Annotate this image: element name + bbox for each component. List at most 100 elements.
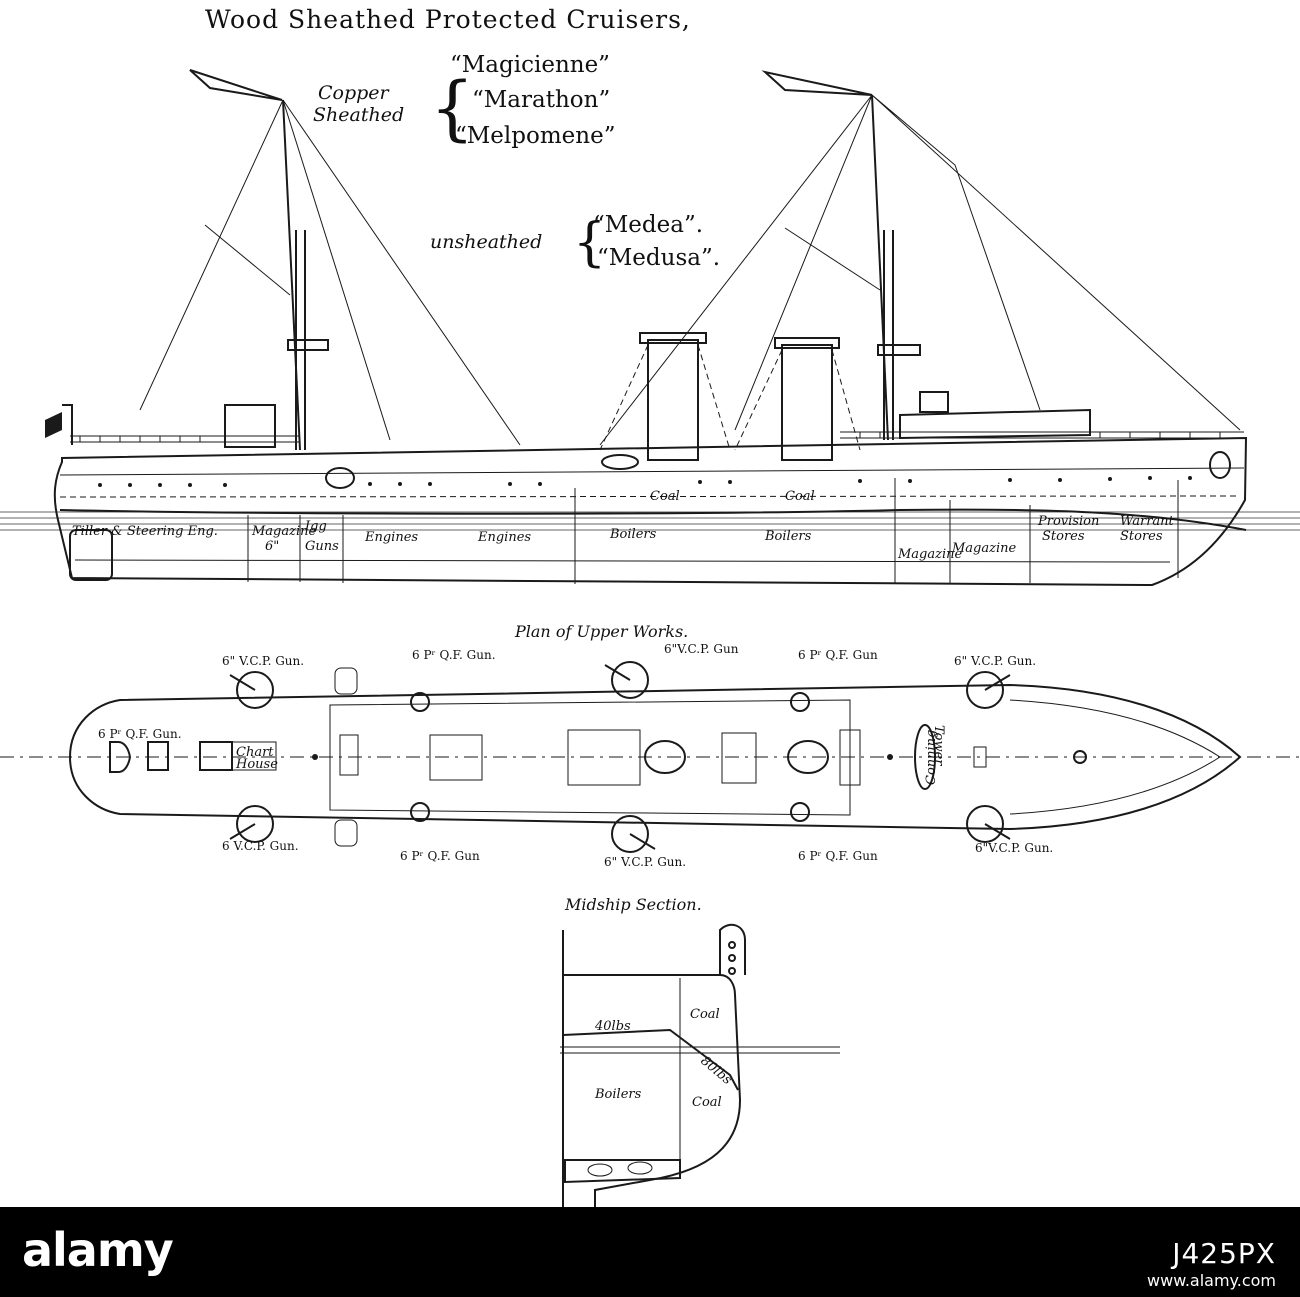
gun-label-bottom-4: 6 Pʳ Q.F. Gun (798, 849, 878, 863)
cruiser-plans-drawing: Wood Sheathed Protected Cruisers, Copper… (0, 5, 1300, 1207)
unsheathed-brace-icon: { (573, 213, 606, 273)
boat-aft-starboard (334, 819, 358, 847)
compartment-igg: Igg (304, 519, 327, 534)
compartment-magazine-2: Magazine (951, 541, 1017, 556)
forecastle-deck (1009, 699, 1221, 815)
boat (601, 454, 639, 470)
gun-label-top-5: 6" V.C.P. Gun. (954, 654, 1036, 668)
compartment-guns: Guns (305, 539, 339, 554)
alamy-logo: alamy (22, 1223, 174, 1277)
chart-house-label-1: Chart (236, 745, 274, 760)
funnel-plan-fore (787, 740, 829, 774)
portholes (98, 476, 1192, 487)
capstan (1073, 750, 1087, 764)
chart-house (231, 741, 277, 771)
hatch-3 (721, 732, 757, 784)
section-boilers: Boilers (594, 1087, 642, 1102)
gun-label-bottom-3: 6" V.C.P. Gun. (604, 855, 686, 869)
copper-label-line1: Copper (318, 82, 391, 104)
drawing-title: Wood Sheathed Protected Cruisers, (205, 5, 691, 34)
mast-step-aft (312, 754, 318, 760)
compartment-provision-stores: Stores (1042, 529, 1085, 544)
watermark-footer: alamy J425PX www.alamy.com (0, 1207, 1300, 1297)
funnel-plan-aft (644, 740, 686, 774)
boat-aft-port (334, 667, 358, 695)
gun-label-bottom-1: 6 V.C.P. Gun. (222, 839, 299, 853)
compartment-boilers-1: Boilers (609, 527, 657, 542)
compartment-6in: 6" (265, 539, 279, 554)
forecastle-house (899, 408, 1091, 440)
midship-section: Midship Section. Coal 40lbs 80lbs Boiler… (560, 895, 840, 1207)
section-80lbs: 80lbs (697, 1054, 734, 1089)
compartment-divisions (247, 478, 1179, 584)
protective-deck (562, 1028, 739, 1091)
bulwark (719, 923, 746, 975)
compartment-warrant-stores: Stores (1120, 529, 1163, 544)
copper-brace-icon: { (430, 67, 475, 149)
fore-conning-top (919, 391, 949, 413)
double-bottom (564, 1159, 681, 1184)
hatch-fore (973, 746, 987, 768)
conning-label-2: Conning (924, 730, 939, 785)
section-coal-lower: Coal (692, 1095, 722, 1110)
unsheathed-label: unsheathed (430, 231, 542, 253)
ship-name-magicienne: “Magicienne” (450, 52, 610, 78)
compartment-boilers-2: Boilers (764, 529, 812, 544)
chart-house-block (199, 741, 233, 771)
gun-label-top-2: 6 Pʳ Q.F. Gun. (412, 648, 496, 662)
coal-label-1: Coal (650, 489, 680, 504)
pennant-fore-icon (761, 70, 873, 96)
hawse-pipe (1209, 451, 1231, 479)
armour-belt (59, 508, 1247, 531)
ship-name-melpomene: “Melpomene” (455, 123, 615, 149)
hatch-1 (429, 734, 483, 781)
section-hull (563, 974, 742, 1207)
compartment-provision: Provision (1037, 514, 1099, 529)
compartment-engines-1: Engines (364, 530, 418, 545)
gun-label-bottom-2: 6 Pʳ Q.F. Gun (400, 849, 480, 863)
hatch-4 (839, 729, 861, 786)
footer-url: www.alamy.com (1147, 1271, 1276, 1290)
funnel-aft (599, 332, 731, 461)
gun-barrels (229, 664, 1011, 850)
hatch-aft (339, 734, 359, 776)
foremast (599, 94, 1241, 446)
mainmast-aft (139, 99, 521, 451)
ensign-staff (62, 404, 73, 445)
midship-title: Midship Section. (564, 895, 702, 914)
gun-sponson-aft (325, 467, 355, 489)
hull-outline (53, 436, 1248, 587)
gun-label-top-1: 6" V.C.P. Gun. (222, 654, 304, 668)
ship-name-marathon: “Marathon” (472, 87, 610, 113)
compartment-warrant: Warrant (1120, 514, 1175, 529)
copper-label-line2: Sheathed (313, 104, 404, 126)
coal-label-2: Coal (785, 489, 815, 504)
side-profile: Tiller & Steering Eng. Magazine 6" Igg G… (0, 69, 1300, 587)
forward-gun-mount (109, 741, 132, 773)
compartment-engines-2: Engines (477, 530, 531, 545)
rudder (69, 529, 113, 581)
ship-name-medea: “Medea”. (593, 212, 703, 238)
hatch-2 (567, 729, 641, 786)
gun-label-top-3: 6"V.C.P. Gun (664, 642, 739, 656)
gun-label-top-4: 6 Pʳ Q.F. Gun (798, 648, 878, 662)
ensign-flag-icon (45, 412, 62, 438)
section-40lbs: 40lbs (594, 1019, 631, 1034)
chart-house-label-2: House (235, 757, 278, 772)
ship-name-medusa: “Medusa”. (597, 245, 720, 271)
conning-tower (914, 724, 936, 790)
upper-deck (329, 699, 851, 816)
compartment-magazine-aft: Magazine (251, 524, 317, 539)
compartment-tiller: Tiller & Steering Eng. (72, 524, 218, 539)
gun-sponsons (236, 661, 1004, 853)
section-coal-upper: Coal (690, 1007, 720, 1022)
mast-step-fore (887, 754, 893, 760)
funnel-fore (734, 337, 861, 461)
forward-gun-label: 6 Pʳ Q.F. Gun. (98, 727, 182, 741)
compartment-magazine-1: Magazine (897, 547, 963, 562)
pennant-aft-icon (189, 69, 283, 101)
aft-bridge-house (224, 404, 276, 448)
plan-upper-works: Plan of Upper Works. (0, 622, 1300, 869)
conning-label-1: Tower (931, 725, 946, 766)
wheel-box (147, 741, 169, 771)
